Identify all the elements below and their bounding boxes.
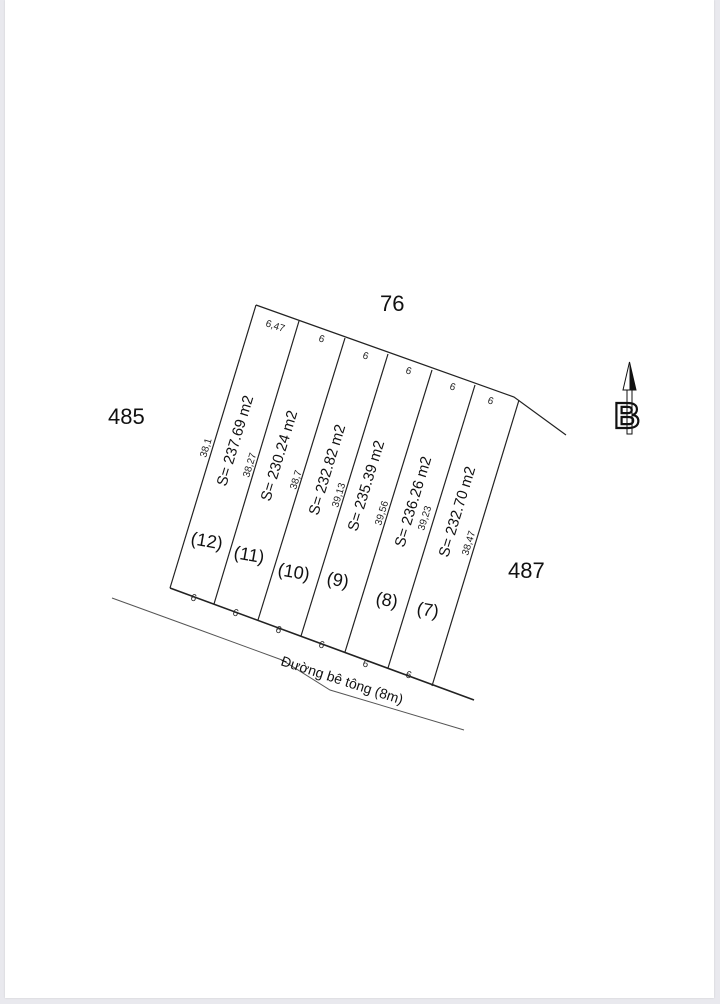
road-edge-line [111,597,465,731]
divider-10-9 [300,353,389,637]
lot-9-left-depth: 39,13 [330,481,348,509]
neighbor-east-label: 487 [508,558,545,583]
lot-10-left-depth: 38,7 [288,469,304,491]
lot-11-bottom-width: 6 [231,607,240,619]
lot-7-right-edge [431,399,520,687]
north-arrow-icon: B [613,361,641,437]
lot-8-bottom-width: 6 [361,658,370,670]
lot-9-number: (9) [325,568,350,592]
lot-11-number: (11) [232,542,266,567]
lot-8-number: (8) [374,588,399,612]
lot-10-number: (10) [276,559,311,584]
lot-12-left-depth: 38,1 [198,437,214,459]
neighbor-west-label: 485 [108,404,145,429]
lot-boundaries [169,304,567,701]
north-arrow-label: B [614,395,640,436]
north-boundary-line [255,304,567,436]
lot-9-bottom-width: 6 [317,639,326,651]
lot-12-number: (12) [189,528,224,553]
divider-11-10 [257,337,346,621]
divider-12-11 [213,320,300,605]
lot-10-area: S= 232.82 m2 [306,422,350,517]
lot-11-left-depth: 38,27 [241,451,259,479]
lot-9-top-width: 6 [404,365,413,377]
lot-12-bottom-width: 6 [189,592,198,604]
neighbor-north-label: 76 [380,291,404,316]
lot-10-top-width: 6 [361,350,370,362]
lot-10-bottom-width: 6 [274,624,283,636]
lot-12-left-edge [169,304,257,589]
lot-7-number: (7) [415,598,440,622]
road-label: Đường bê tông (8m) [279,653,405,708]
lot-7-bottom-width: 6 [404,669,413,681]
south-boundary-line [169,587,475,701]
map-sheet [5,0,714,998]
lot-12-top-width: 6,47 [264,318,286,335]
lot-8-left-depth: 39,56 [373,499,391,527]
divider-9-8 [344,369,433,653]
lot-8-top-width: 6 [448,381,457,393]
divider-8-7 [387,384,476,669]
lot-7-top-width: 6 [486,395,495,407]
lot-11-top-width: 6 [317,333,326,345]
